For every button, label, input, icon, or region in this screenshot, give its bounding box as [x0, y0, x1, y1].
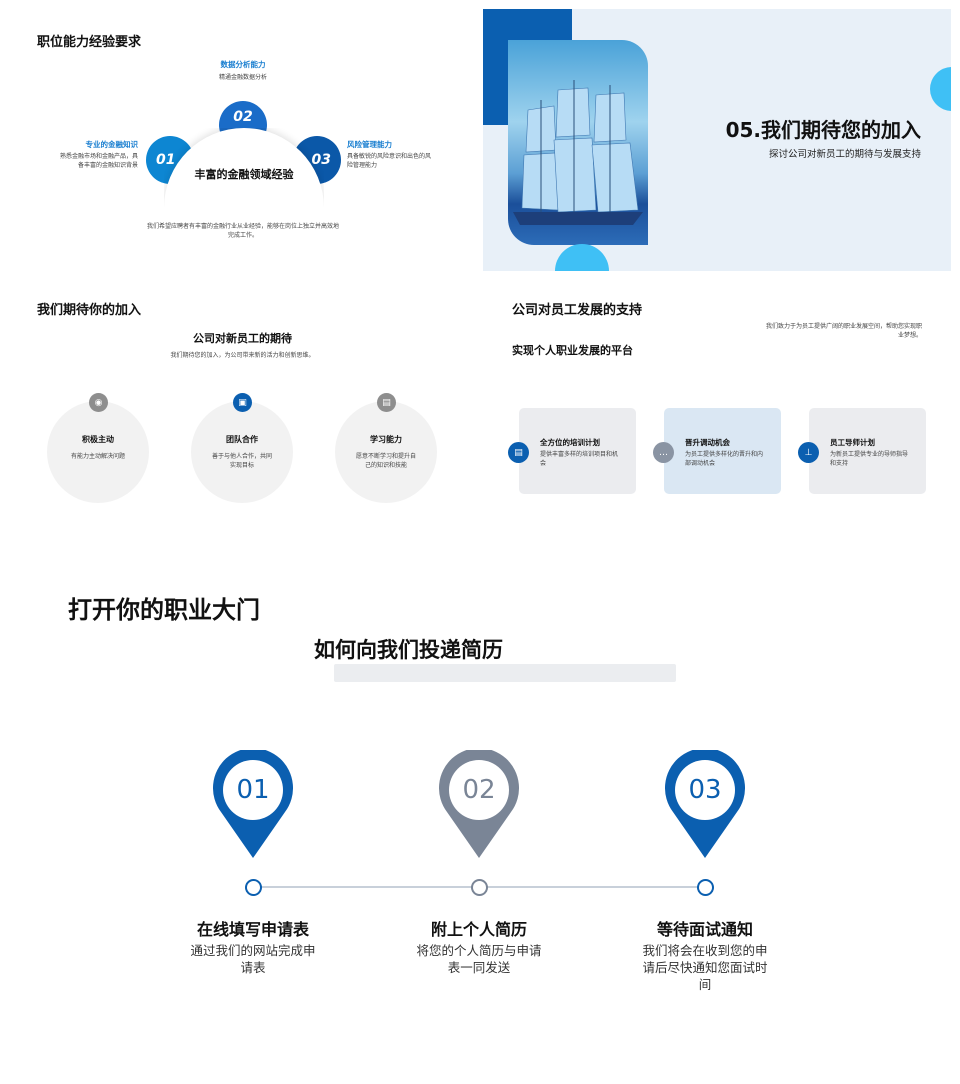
card-desc: 善于与他人合作，共同实现目标 — [211, 453, 272, 469]
target-icon: ◉ — [89, 393, 108, 412]
item-desc: 精通金融数据分析 — [218, 74, 267, 81]
item-title: 专业的金融知识 — [85, 140, 139, 149]
card-title: 员工导师计划 — [830, 438, 875, 447]
pin-marker-1 — [213, 750, 293, 858]
heading: 如何向我们投递简历 — [314, 638, 503, 662]
item-title: 数据分析能力 — [220, 60, 266, 69]
expectation-card: 学习能力 愿意不断学习和提升自己的知识和技能 — [335, 401, 437, 503]
item-desc: 熟悉金融市场和金融产品，具备丰富的金融知识背景 — [59, 153, 138, 169]
subtitle: 实现个人职业发展的平台 — [512, 344, 633, 357]
card-title: 学习能力 — [370, 435, 402, 444]
section-title: 05.我们期待您的加入 — [725, 118, 921, 142]
section-subtitle: 探讨公司对新员工的期待与发展支持 — [768, 149, 921, 160]
center-label: 丰富的金融领域经验 — [194, 168, 294, 181]
heading: 公司对新员工的期待 — [193, 332, 292, 345]
intro: 我们致力于为员工提供广阔的职业发展空间，帮助您实现职业梦想。 — [765, 323, 922, 339]
slide-title: 打开你的职业大门 — [68, 596, 260, 624]
decor-circle — [930, 67, 951, 111]
timeline-dot — [697, 879, 714, 896]
step-title: 附上个人简历 — [430, 920, 527, 939]
step-title: 等待面试通知 — [656, 920, 753, 939]
slide-title: 职位能力经验要求 — [37, 35, 142, 50]
step-number: 03 — [688, 775, 722, 805]
card-desc: 为员工提供多样化的晋升和内部调动机会 — [685, 451, 764, 467]
decor-bar — [334, 664, 676, 682]
pin-marker-3 — [665, 750, 745, 858]
briefcase-icon: ▤ — [377, 393, 396, 412]
image-icon: ▣ — [233, 393, 252, 412]
slide-section-cover: 05.我们期待您的加入 探讨公司对新员工的期待与发展支持 — [483, 9, 951, 271]
card-title: 团队合作 — [226, 435, 258, 444]
support-card: 员工导师计划 为新员工提供专业的导师指导和支持 — [809, 408, 926, 494]
chat-icon: … — [653, 442, 674, 463]
support-card: 晋升调动机会 为员工提供多样化的晋升和内部调动机会 — [664, 408, 781, 494]
center-semicircle — [164, 128, 324, 208]
card-title: 晋升调动机会 — [685, 438, 730, 447]
step-number: 01 — [236, 775, 270, 805]
support-card: 全方位的培训计划 提供丰富多样的培训项目和机会 — [519, 408, 636, 494]
ship-illustration — [513, 80, 643, 225]
ship-image — [508, 40, 648, 245]
step-number: 02 — [462, 775, 496, 805]
expectation-card: 团队合作 善于与他人合作，共同实现目标 — [191, 401, 293, 503]
card-desc: 愿意不断学习和提升自己的知识和技能 — [355, 453, 416, 469]
slide-title: 公司对员工发展的支持 — [512, 303, 643, 318]
footer-text: 我们希望应聘者有丰富的金融行业从业经验，能够在岗位上独立并高效地完成工作。 — [146, 223, 339, 239]
step-title: 在线填写申请表 — [196, 920, 309, 939]
item-desc: 具备敏锐的风险意识和出色的风险管理能力 — [347, 153, 432, 169]
item-title: 风险管理能力 — [347, 140, 392, 149]
card-title: 积极主动 — [82, 435, 114, 444]
card-desc: 有能力主动解决问题 — [70, 453, 125, 460]
timeline-dot — [471, 879, 488, 896]
card-desc: 为新员工提供专业的导师指导和支持 — [830, 451, 909, 467]
card-title: 全方位的培训计划 — [540, 438, 600, 447]
intro: 我们期待您的加入，为公司带来新的活力和创新思维。 — [170, 352, 315, 359]
decor-circle — [555, 244, 609, 271]
step-desc: 我们将会在收到您的申请后尽快通知您面试时间 — [642, 943, 768, 992]
org-chart-icon: ⊥ — [798, 442, 819, 463]
step-desc: 将您的个人简历与申请表一同发送 — [416, 943, 542, 975]
pin-marker-2 — [439, 750, 519, 858]
step-desc: 通过我们的网站完成申请表 — [190, 943, 316, 975]
timeline-dot — [245, 879, 262, 896]
card-desc: 提供丰富多样的培训项目和机会 — [540, 451, 619, 467]
slide-title: 我们期待你的加入 — [37, 303, 142, 318]
expectation-card: 积极主动 有能力主动解决问题 — [47, 401, 149, 503]
document-icon: ▤ — [508, 442, 529, 463]
